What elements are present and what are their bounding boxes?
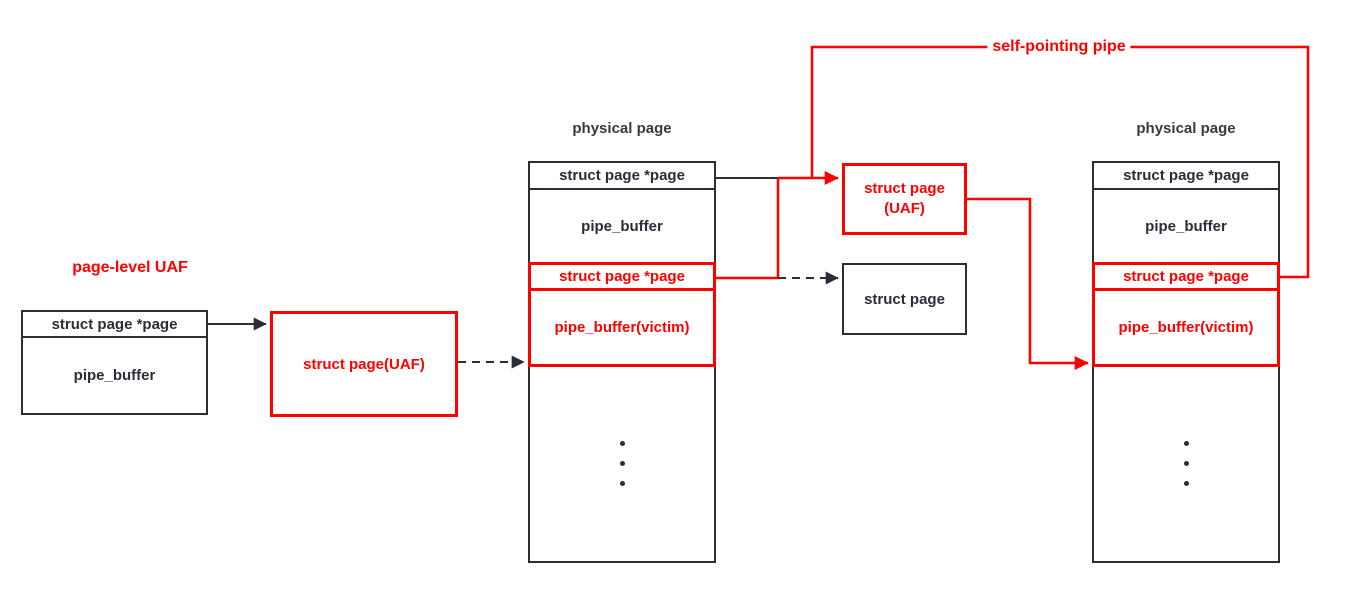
self-pointing-pipe-label: self-pointing pipe bbox=[987, 38, 1131, 56]
right-column-title: physical page bbox=[1136, 120, 1236, 137]
red-elbow-pointer2-up bbox=[716, 178, 780, 280]
left-pipe-box-buffer-row: pipe_buffer bbox=[73, 367, 156, 384]
middle-column-title: physical page bbox=[572, 120, 672, 137]
right-physical-page-box: struct page *page pipe_buffer struct pag… bbox=[1092, 161, 1280, 563]
right-pointer2-row: struct page *page bbox=[1092, 262, 1280, 291]
left-pipe-box: struct page *page pipe_buffer bbox=[21, 310, 208, 415]
middle-physical-page-box: struct page *page pipe_buffer struct pag… bbox=[528, 161, 716, 563]
right-victim-row: pipe_buffer(victim) bbox=[1092, 288, 1280, 367]
struct-page-box: struct page bbox=[842, 263, 967, 335]
struct-page-uaf-line2: (UAF) bbox=[884, 200, 925, 217]
middle-pointer1-row: struct page *page bbox=[530, 163, 714, 190]
ellipsis-dots bbox=[530, 441, 714, 486]
middle-buffer1-row: pipe_buffer bbox=[581, 217, 663, 235]
page-level-uaf-label: page-level UAF bbox=[72, 259, 188, 276]
struct-page-uaf-line1: struct page bbox=[864, 180, 945, 197]
right-pointer1-row: struct page *page bbox=[1094, 163, 1278, 190]
struct-page-uaf-box: struct page (UAF) bbox=[842, 163, 967, 235]
left-pipe-box-pointer-row: struct page *page bbox=[23, 312, 206, 338]
middle-victim-row: pipe_buffer(victim) bbox=[528, 288, 716, 367]
ellipsis-dots bbox=[1094, 441, 1278, 486]
left-struct-page-uaf-box: struct page(UAF) bbox=[270, 311, 458, 417]
middle-pointer2-row: struct page *page bbox=[528, 262, 716, 291]
red-arrow-uaf-to-right-victim bbox=[967, 197, 1089, 370]
right-buffer1-row: pipe_buffer bbox=[1145, 217, 1227, 235]
